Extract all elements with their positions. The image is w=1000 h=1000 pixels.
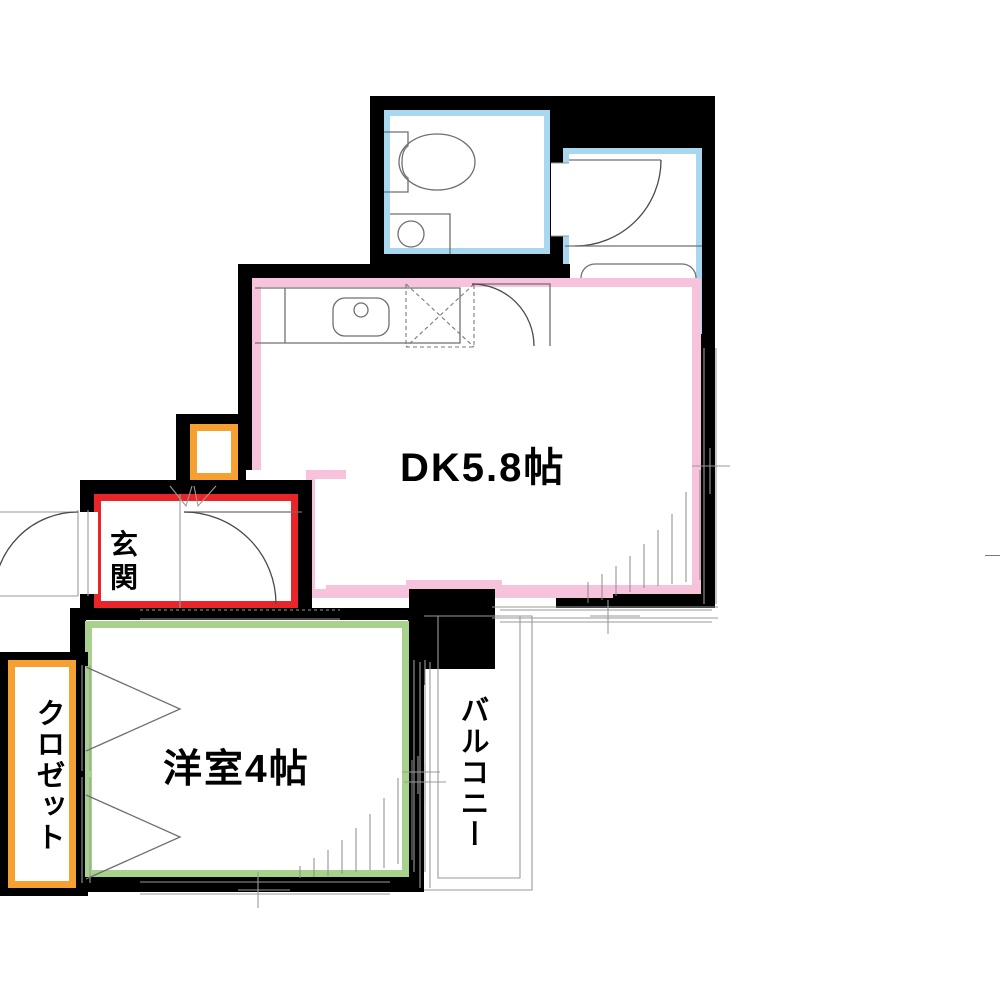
entrance-door-swing [0, 510, 89, 597]
gap-outline [551, 162, 569, 237]
closet-folding-doors [81, 665, 182, 883]
bedroom-entry-threshold [140, 609, 340, 620]
bedroom-window-bottom [140, 872, 390, 908]
dk-window-right [587, 470, 701, 603]
room-label-closet: クロゼット [32, 698, 64, 853]
wall-bedroom-bottom [70, 876, 424, 892]
bedroom-window-right [299, 760, 413, 878]
balcony-outline [424, 615, 533, 891]
dk-door-swing [471, 283, 551, 347]
dk-border-bottom-right [493, 589, 613, 598]
washing-machine-space [405, 283, 475, 348]
wall-bath-right [699, 96, 715, 346]
wall-dk-right [699, 346, 715, 608]
dk-window-frame-right [692, 348, 730, 604]
room-toilet [384, 110, 550, 254]
room-bedroom [85, 621, 409, 877]
toilet-fixtures [384, 131, 476, 254]
wall-entrance-top [80, 480, 312, 496]
dk-border-bottom-left [306, 589, 414, 598]
door-gap-toilet-bath [551, 163, 569, 236]
wall-shoebox-left [176, 414, 192, 496]
room-label-entrance: 玄関 [110, 529, 139, 593]
dk-border-col-top [406, 580, 502, 589]
room-shoe-cabinet [190, 424, 238, 480]
room-label-bedroom: 洋室4帖 [163, 748, 310, 791]
wall-dk-top-left [238, 264, 570, 280]
wall-dk-left-upper [238, 264, 254, 416]
dim-mark-right [985, 555, 1000, 556]
room-closet [8, 660, 76, 888]
wall-bedroom-top [70, 608, 424, 620]
balcony-top-threshold [492, 606, 718, 619]
balcony-sliding-door [404, 662, 446, 888]
dk-border-step-horizontal [306, 470, 346, 479]
dk-window-bottom [500, 600, 712, 634]
kitchen-fixtures [255, 287, 461, 344]
room-label-balcony: バルコニー [456, 695, 488, 850]
room-dk [252, 278, 701, 594]
entrance-inner-fixtures [169, 485, 302, 608]
wall-toilet-left [370, 96, 386, 266]
wall-entrance-right [296, 480, 312, 616]
wall-black-fill-top-right [550, 96, 715, 152]
room-label-dk: DK5.8帖 [400, 446, 566, 490]
